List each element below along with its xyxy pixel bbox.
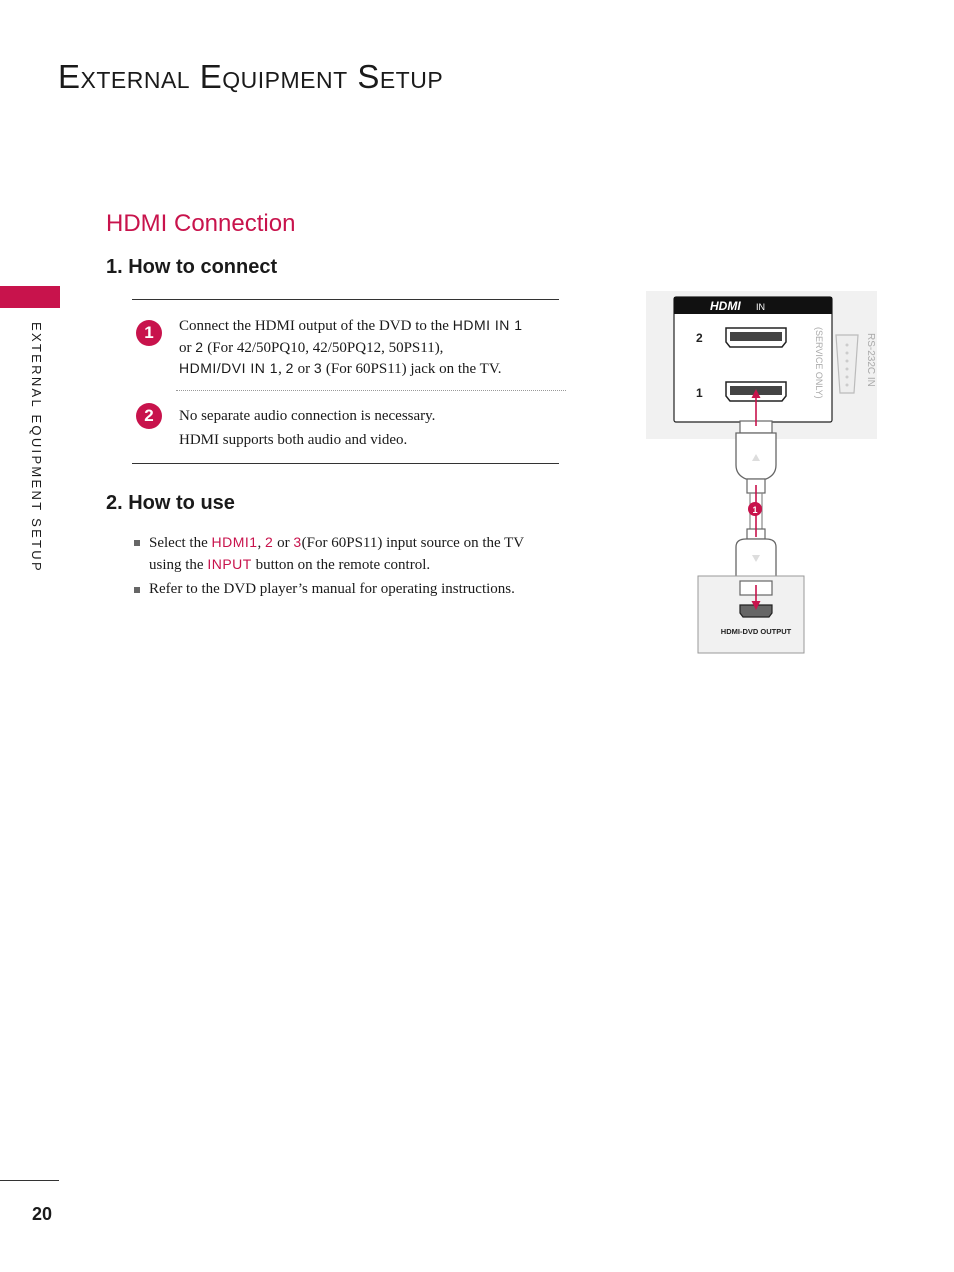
port-1-label: 1 [696,386,703,400]
dvd-output-label: HDMI-DVD OUTPUT [721,627,792,636]
step-2-badge: 2 [136,403,162,429]
arrow-down-icon [751,601,761,610]
top-rule [132,299,559,300]
footer-rule [0,1180,59,1181]
rs232-port [835,334,859,394]
hdmi-logo: HDMI [710,299,741,313]
list-item: Refer to the DVD player’s manual for ope… [134,579,554,600]
rs232-note: (SERVICE ONLY) [814,327,824,399]
dvd-hdmi-port [739,604,773,618]
section-tab-marker [0,286,60,308]
step-1-badge: 1 [136,320,162,346]
bottom-rule [132,463,559,464]
page-title: External Equipment Setup [58,58,444,95]
how-to-use-list: Select the HDMI1, 2 or 3(For 60PS11) inp… [134,532,554,603]
step-divider [176,390,566,391]
step-2-text: No separate audio connection is necessar… [179,408,436,448]
bullet-square-icon [134,540,140,546]
list-item: Select the HDMI1, 2 or 3(For 60PS11) inp… [134,532,554,576]
hdmi-in-label: IN [756,302,765,312]
hdmi-header-bar [674,297,832,314]
port-2-label: 2 [696,331,703,345]
cable-step-badge [748,502,762,516]
hdmi-port-2-inner [730,332,782,341]
arrow-up-icon [751,389,761,398]
hdmi-connection-diagram: HDMI IN 2 1 RS-232C IN (SERVICE ONLY) HD… [646,291,877,654]
triangle-up-icon [752,454,760,461]
hdmi-port-box [673,296,833,423]
bullet-square-icon [134,587,140,593]
rs232-label: RS-232C IN [865,333,876,387]
how-to-connect-heading: 1. How to connect [106,256,278,278]
side-section-label: EXTERNAL EQUIPMENT SETUP [29,322,44,573]
section-title: HDMI Connection [106,210,296,237]
cable-step-number: 1 [752,505,757,515]
how-to-use-heading: 2. How to use [106,492,235,514]
page-number: 20 [32,1204,53,1224]
step-1-text: Connect the HDMI output of the DVD to th… [179,317,523,377]
triangle-down-icon [752,555,760,562]
